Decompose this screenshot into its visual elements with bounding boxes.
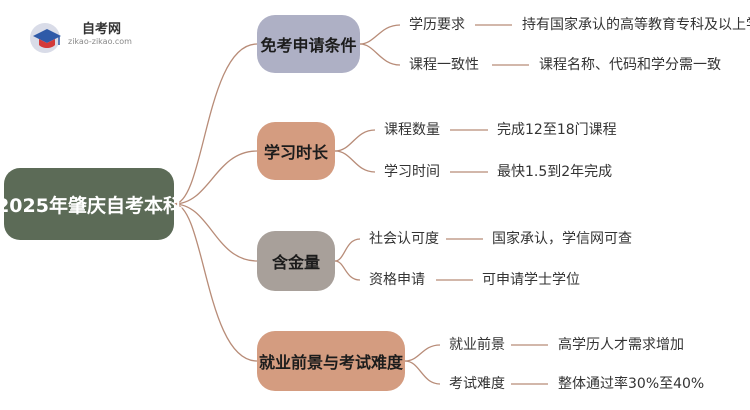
leaf-detail: 课程名称、代码和学分需一致 xyxy=(539,57,721,73)
leaf-label: 考试难度 xyxy=(449,376,505,392)
connector-branch-3-leaf-1 xyxy=(334,238,361,262)
connector-root-branch-4 xyxy=(173,203,258,362)
leaf-detail: 高学历人才需求增加 xyxy=(558,337,684,353)
leaf-detail: 国家承认，学信网可查 xyxy=(492,231,632,247)
leaf-detail: 完成12至18门课程 xyxy=(497,122,617,138)
leaf-label: 学历要求 xyxy=(409,17,465,33)
branch-node-career-difficulty: 就业前景与考试难度 xyxy=(257,331,405,391)
site-logo: 自考网 zikao-zikao.com xyxy=(28,18,158,58)
branch-node-study-duration: 学习时长 xyxy=(257,122,335,180)
connector-branch-1-leaf-2 xyxy=(359,43,401,66)
connector-root-branch-3 xyxy=(173,203,258,262)
leaf-label: 课程一致性 xyxy=(409,57,479,73)
connector-branch-3-leaf-2 xyxy=(334,260,361,281)
connector-branch-2-leaf-2 xyxy=(334,150,376,173)
leaf-detail: 整体通过率30%至40% xyxy=(558,376,705,392)
connector-branch-4-leaf-2 xyxy=(404,360,441,385)
branch-node-exemption: 免考申请条件 xyxy=(257,15,360,73)
connector-branch-4-leaf-1 xyxy=(404,344,441,362)
leaf-label: 资格申请 xyxy=(369,272,425,288)
leaf-label: 学习时间 xyxy=(384,164,440,180)
connector-root-branch-1 xyxy=(173,43,258,205)
graduation-cap-icon xyxy=(30,23,61,53)
leaf-label: 就业前景 xyxy=(449,337,505,353)
leaf-detail: 持有国家承认的高等教育专科及以上学历 xyxy=(522,17,750,33)
logo-name: 自考网 xyxy=(82,22,122,37)
leaf-label: 课程数量 xyxy=(384,122,440,138)
leaf-label: 社会认可度 xyxy=(369,231,439,247)
logo-url: zikao-zikao.com xyxy=(68,37,132,46)
branch-node-value: 含金量 xyxy=(257,231,335,291)
leaf-detail: 最快1.5到2年完成 xyxy=(497,164,613,180)
root-node: 2025年肇庆自考本科 xyxy=(0,168,182,240)
leaf-detail: 可申请学士学位 xyxy=(482,272,580,288)
connector-branch-2-leaf-1 xyxy=(334,129,376,152)
connector-root-branch-2 xyxy=(173,150,258,205)
connector-branch-1-leaf-1 xyxy=(359,24,401,45)
